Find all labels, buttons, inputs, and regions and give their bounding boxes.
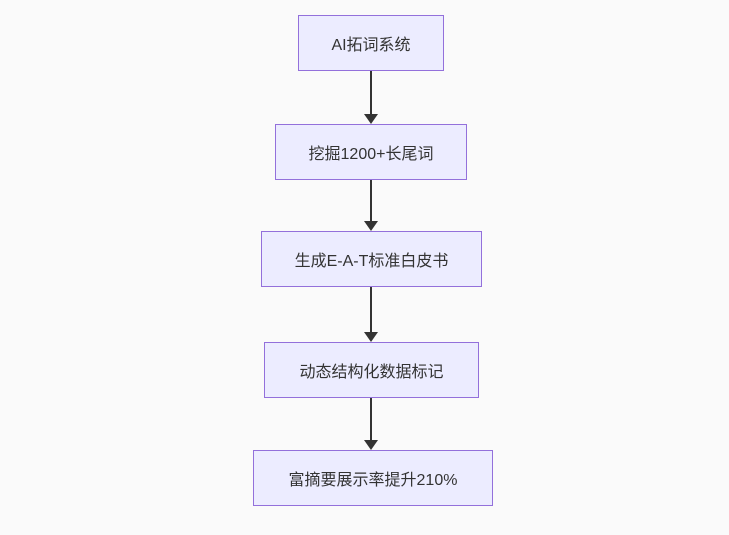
node-eat-whitepaper: 生成E-A-T标准白皮书 <box>261 231 482 287</box>
arrow-down-head-icon <box>364 114 378 124</box>
node-label: 动态结构化数据标记 <box>299 364 444 381</box>
arrow-down-head-icon <box>364 440 378 450</box>
arrow-down-head-icon <box>364 221 378 231</box>
node-label: 挖掘1200+长尾词 <box>308 146 434 163</box>
node-label: AI拓词系统 <box>331 37 411 54</box>
arrow-line <box>370 287 372 333</box>
arrow-down-head-icon <box>364 332 378 342</box>
arrow-line <box>370 180 372 222</box>
arrow-line <box>370 71 372 115</box>
node-ai-word-expansion: AI拓词系统 <box>298 15 444 71</box>
node-label: 生成E-A-T标准白皮书 <box>294 253 449 270</box>
node-rich-snippet-result: 富摘要展示率提升210% <box>253 450 493 506</box>
arrow-line <box>370 398 372 441</box>
node-label: 富摘要展示率提升210% <box>288 472 458 489</box>
node-structured-data-markup: 动态结构化数据标记 <box>264 342 479 398</box>
node-longtail-mining: 挖掘1200+长尾词 <box>275 124 467 180</box>
